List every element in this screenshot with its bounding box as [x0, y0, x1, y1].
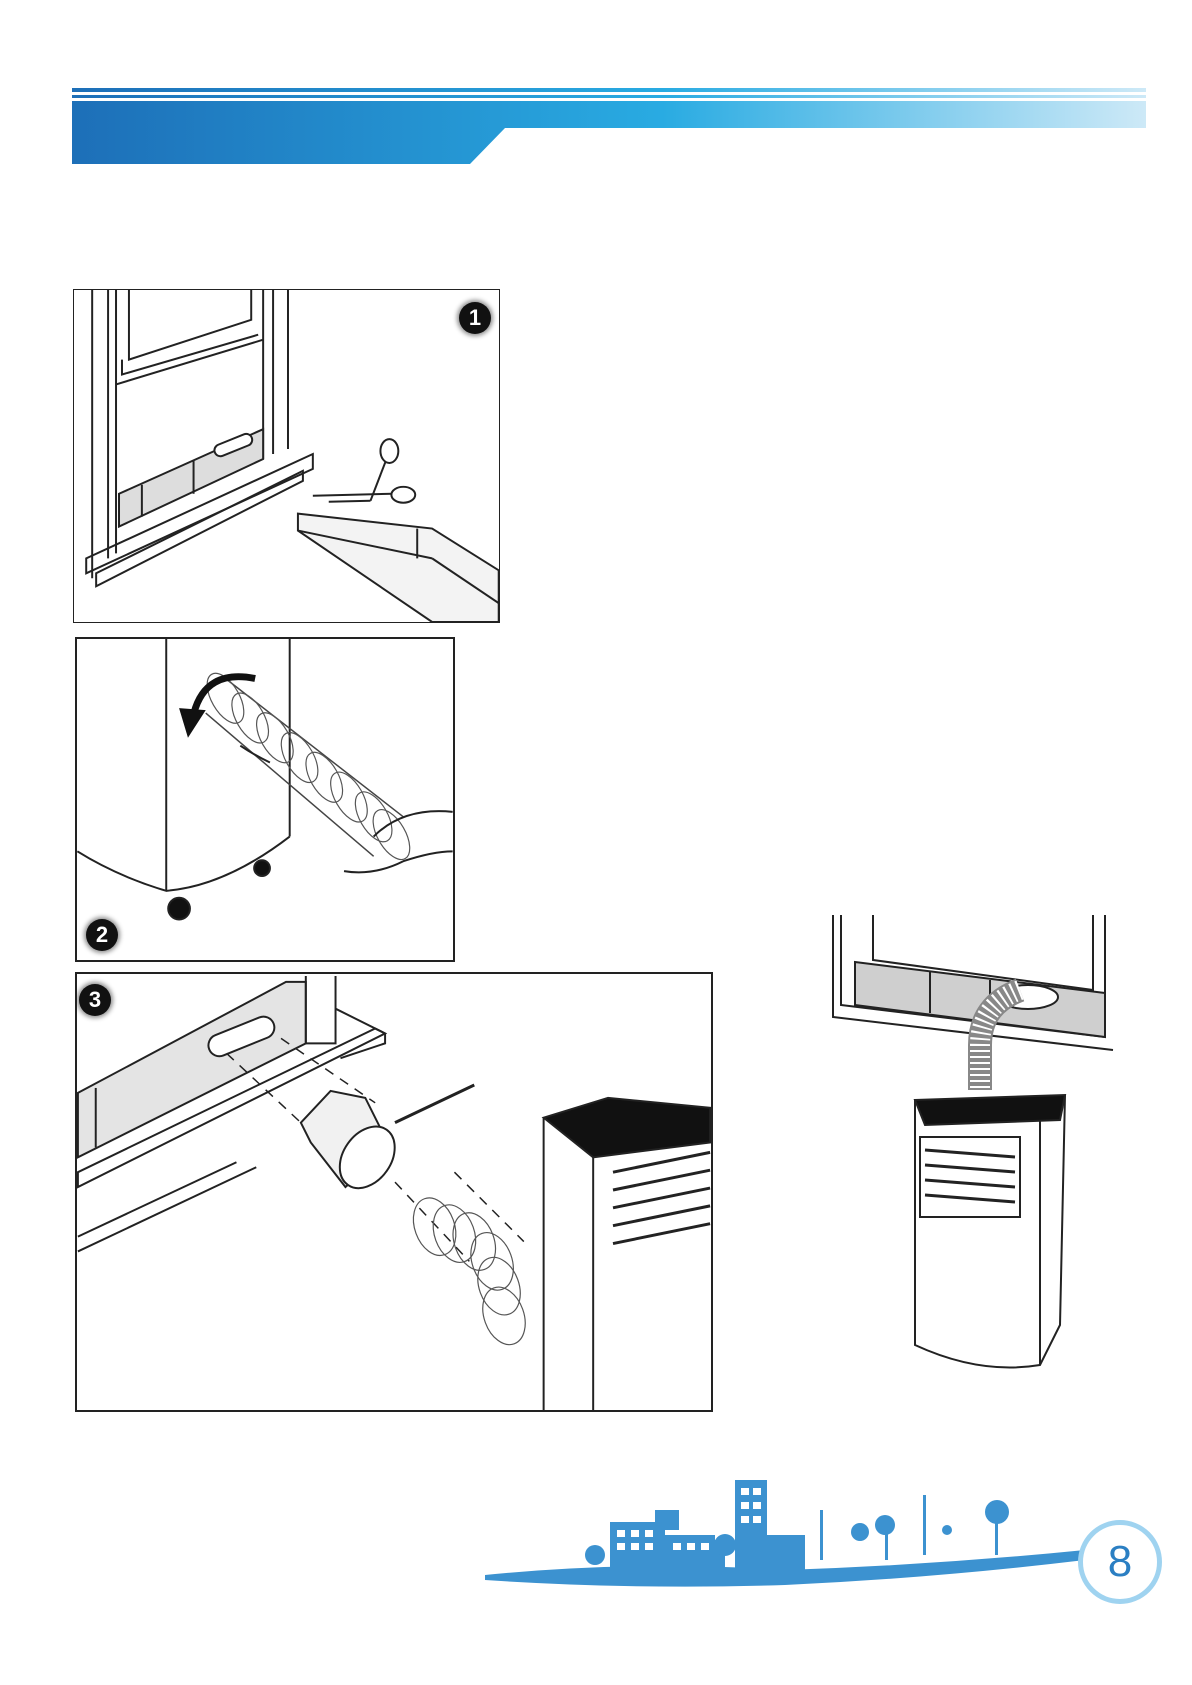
window-adapter-nozzle-connection-icon	[77, 974, 711, 1410]
step-1-badge: 1	[459, 302, 491, 334]
step-3-panel: 3	[75, 972, 713, 1412]
step-2-panel: 2	[75, 637, 455, 962]
hose-attach-rotate-arrow-icon	[77, 639, 453, 960]
step-3-badge: 3	[79, 984, 111, 1016]
air-conditioner-installed-at-window-icon	[830, 915, 1120, 1395]
city-skyline-icon	[485, 1480, 1125, 1615]
scissors-cutting-window-panel-icon	[74, 290, 499, 622]
header-banner	[72, 88, 1146, 166]
step-2-badge: 2	[86, 919, 118, 951]
page-number-badge: 8	[1078, 1520, 1162, 1604]
step-1-panel: 1	[73, 289, 500, 623]
header-banner-graphic	[72, 88, 1146, 166]
